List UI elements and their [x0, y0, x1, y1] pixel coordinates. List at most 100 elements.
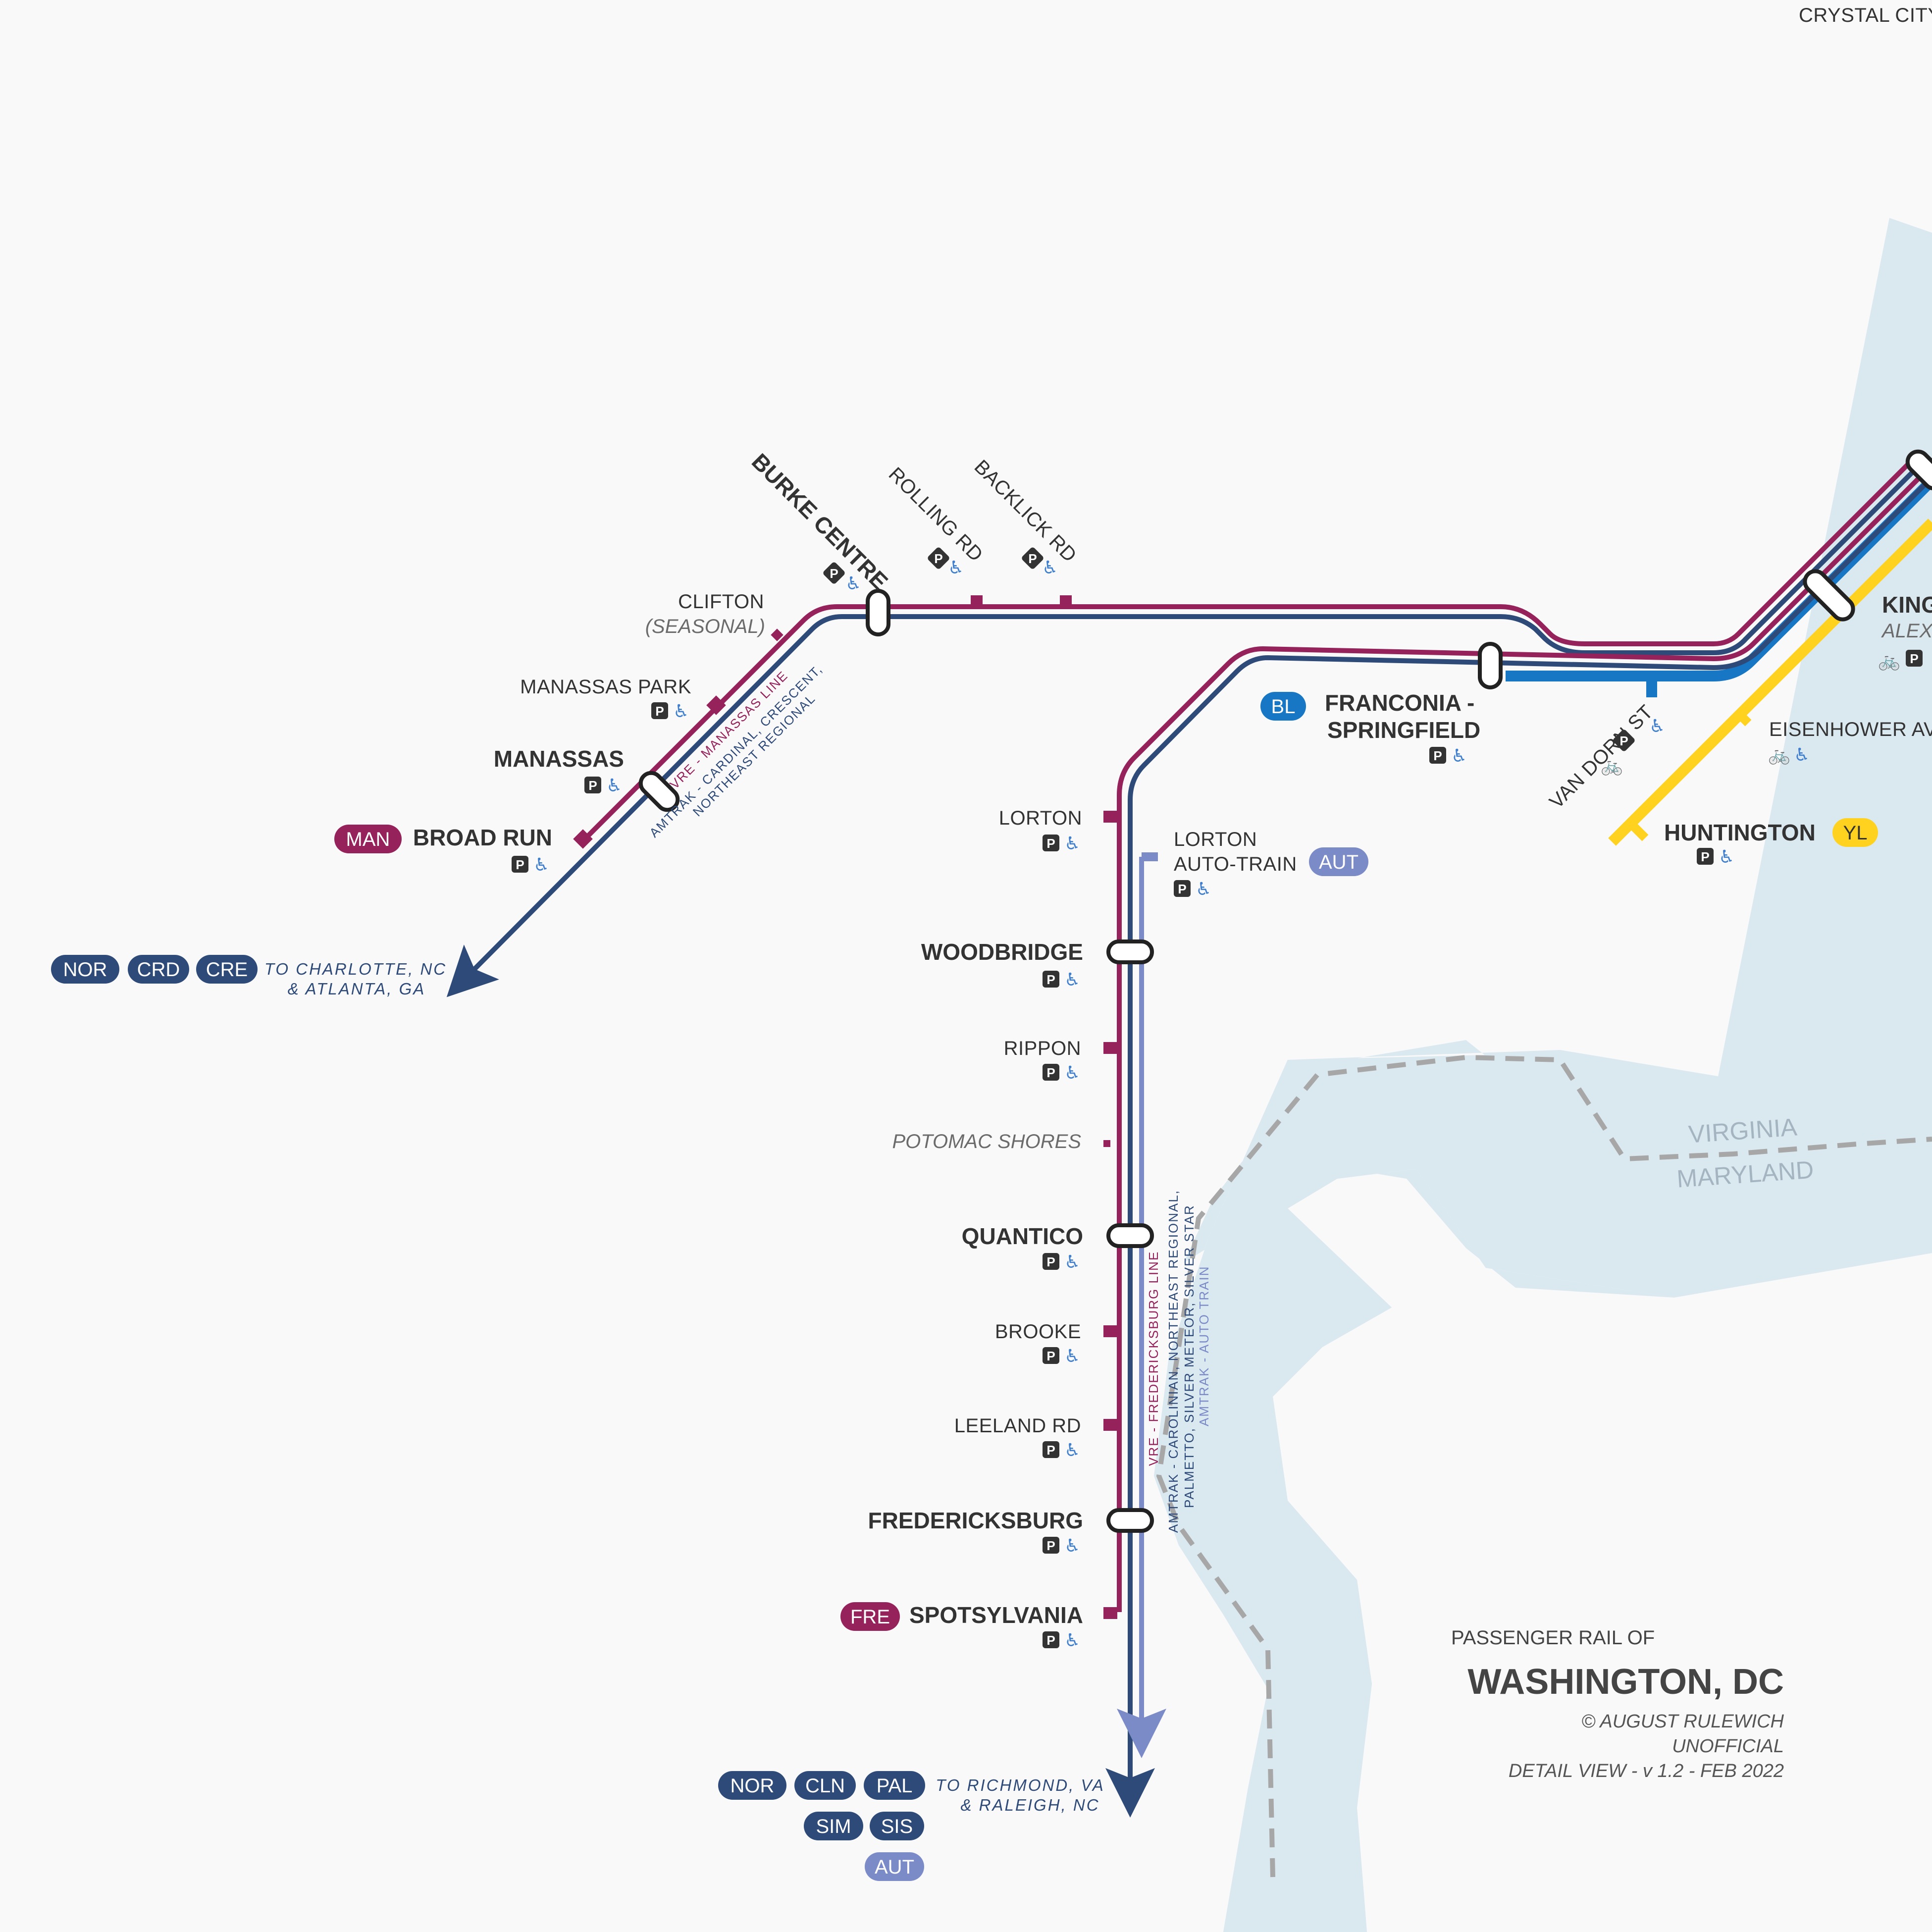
badge-cre[interactable]: CRE [196, 955, 258, 984]
lorton-auto-label-1: LORTON [1174, 829, 1257, 850]
franconia-label-2: SPRINGFIELD [1327, 717, 1480, 743]
badge-nor-west[interactable]: NOR [51, 955, 119, 984]
wheelchair-icon: ♿ [1451, 745, 1467, 766]
svg-text:NOR: NOR [731, 1775, 775, 1797]
parking-icon [1613, 730, 1635, 751]
huntington-amenities: P ♿ [1697, 846, 1734, 867]
vre-fredericksburg-line [1117, 471, 1926, 1612]
crystal-city-label: CRYSTAL CITY [1799, 4, 1932, 26]
wheelchair-icon: ♿ [673, 701, 689, 721]
eisenhower-amenities: 🚲 ♿ [1768, 744, 1810, 765]
svg-text:BL: BL [1271, 696, 1296, 718]
svg-text:P: P [516, 857, 524, 872]
version-note: DETAIL VIEW - v 1.2 - FEB 2022 [1509, 1761, 1784, 1781]
svg-text:P: P [934, 551, 942, 566]
franconia-amenities: P ♿ [1429, 745, 1467, 766]
wheelchair-icon: ♿ [1794, 744, 1810, 765]
wheelchair-icon: ♿ [1064, 1535, 1080, 1556]
svg-text:AUT: AUT [1319, 851, 1358, 873]
brooke-amenities: P ♿ [1043, 1346, 1080, 1366]
interchanges[interactable] [636, 447, 1932, 1533]
franconia-interchange [1478, 642, 1503, 689]
badge-sis[interactable]: SIS [870, 1812, 924, 1840]
vre-manassas-line [580, 456, 1916, 844]
wheelchair-icon: ♿ [1064, 969, 1080, 990]
manassas-park-label: MANASSAS PARK [520, 676, 691, 698]
amtrak-manassas-line [446, 464, 1921, 997]
svg-text:P: P [1619, 733, 1628, 748]
svg-text:P: P [1046, 836, 1055, 851]
svg-text:P: P [655, 704, 664, 719]
badge-man[interactable]: MAN [334, 825, 402, 853]
wheelchair-icon: ♿ [1064, 833, 1080, 853]
destination-southwest-1: TO CHARLOTTE, NC [264, 960, 447, 978]
svg-text:CLN: CLN [805, 1775, 845, 1797]
parking-icon [1043, 1537, 1059, 1554]
svg-text:VRE - FREDERICKSBURG LINE: VRE - FREDERICKSBURG LINE [1146, 1251, 1161, 1466]
state-border [1156, 1054, 1932, 1878]
badge-yl[interactable]: YL [1832, 818, 1878, 847]
badge-nor-south[interactable]: NOR [718, 1771, 786, 1800]
svg-text:P: P [1028, 551, 1037, 566]
burke-centre-label: BURKE CENTRE [747, 448, 893, 594]
wheelchair-icon: ♿ [1719, 846, 1734, 867]
rolling-rd-amenities: P ♿ [928, 547, 964, 577]
destination-south-2: & RALEIGH, NC [960, 1796, 1099, 1814]
woodbridge-interchange [1106, 940, 1154, 964]
fredericksburg-amenities: P ♿ [1043, 1535, 1080, 1556]
svg-text:PAL: PAL [877, 1775, 913, 1797]
parking-icon [1043, 1347, 1059, 1364]
eisenhower-tick [1735, 710, 1752, 727]
broad-run-label: BROAD RUN [413, 825, 552, 850]
leeland-amenities: P ♿ [1043, 1440, 1080, 1460]
badge-crd[interactable]: CRD [128, 955, 189, 984]
svg-text:SIM: SIM [816, 1816, 851, 1837]
svg-text:AUT: AUT [875, 1856, 914, 1878]
badge-fre[interactable]: FRE [840, 1602, 900, 1631]
credit: © AUGUST RULEWICH [1581, 1711, 1784, 1732]
svg-text:YL: YL [1843, 822, 1868, 844]
svg-text:P: P [1433, 748, 1442, 763]
backlick-rd-amenities: P ♿ [1022, 547, 1058, 577]
wheelchair-icon: ♿ [1196, 879, 1211, 899]
manassas-interchange [638, 771, 680, 812]
svg-text:SIS: SIS [881, 1816, 913, 1837]
svg-text:CRD: CRD [137, 959, 180, 981]
lorton-auto-amenities: P ♿ [1174, 879, 1211, 899]
wheelchair-icon: ♿ [845, 573, 861, 593]
parking-icon [1906, 650, 1923, 667]
svg-text:NOR: NOR [63, 959, 107, 981]
svg-text:P: P [1046, 1443, 1055, 1458]
fredericksburg-label: FREDERICKSBURG [868, 1508, 1083, 1533]
wheelchair-icon: ♿ [1064, 1346, 1080, 1366]
bicycle-icon: 🚲 [1768, 744, 1790, 765]
wheelchair-icon: ♿ [1064, 1440, 1080, 1460]
wheelchair-icon: ♿ [533, 854, 549, 875]
svg-text:P: P [1178, 882, 1186, 896]
badge-aut-south[interactable]: AUT [865, 1852, 924, 1881]
amenities: P ♿ P ♿ P ♿ P ♿ P ♿ P ♿ [512, 547, 1923, 1650]
svg-text:P: P [1046, 1349, 1055, 1363]
bicycle-icon: 🚲 [1878, 650, 1900, 671]
badge-cln[interactable]: CLN [794, 1771, 856, 1800]
svg-text:MAN: MAN [346, 829, 390, 850]
badge-sim[interactable]: SIM [804, 1812, 863, 1840]
badge-aut-lorton[interactable]: AUT [1309, 847, 1368, 876]
badge-pal[interactable]: PAL [864, 1771, 925, 1800]
parking-icon [651, 702, 668, 719]
badge-bl[interactable]: BL [1260, 692, 1306, 721]
quantico-label: QUANTICO [962, 1223, 1083, 1249]
franconia-label-1: FRANCONIA - [1325, 690, 1474, 716]
top-right-interchange [1905, 449, 1932, 491]
wheelchair-icon: ♿ [1064, 1252, 1080, 1272]
manassas-park-amenities: P ♿ [651, 701, 689, 721]
wheelchair-icon: ♿ [1064, 1062, 1080, 1083]
wheelchair-icon: ♿ [948, 557, 964, 577]
quantico-amenities: P ♿ [1043, 1252, 1080, 1272]
svg-text:P: P [1046, 1254, 1055, 1269]
svg-text:P: P [1046, 1065, 1055, 1080]
svg-text:PALMETTO, SILVER METEOR, SILVE: PALMETTO, SILVER METEOR, SILVER STAR [1182, 1204, 1197, 1508]
parking-icon [1429, 747, 1446, 764]
svg-text:P: P [1046, 1633, 1055, 1648]
